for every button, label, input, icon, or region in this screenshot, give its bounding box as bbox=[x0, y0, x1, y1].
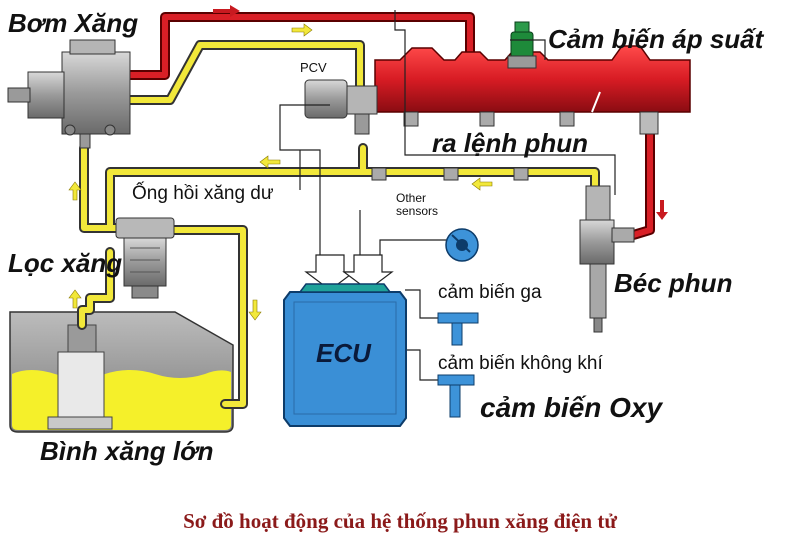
fuel-filter bbox=[115, 217, 175, 299]
label-oxygen-sensor: cảm biến Oxy bbox=[480, 392, 663, 423]
low-pressure-lines bbox=[77, 40, 600, 409]
control-wires bbox=[279, 10, 616, 381]
pressure-sensor bbox=[507, 21, 537, 69]
label-throttle-sensor: cảm biến ga bbox=[438, 282, 542, 303]
ecu-inputs bbox=[304, 254, 394, 291]
label-return-line: Ống hồi xăng dư bbox=[132, 183, 274, 204]
fuel-tank bbox=[9, 311, 234, 433]
diagram-caption: Sơ đồ hoạt động của hệ thống phun xăng đ… bbox=[183, 509, 617, 533]
pcv-valve bbox=[304, 79, 378, 135]
label-air-sensor: cảm biến không khí bbox=[438, 353, 603, 374]
throttle-sensor bbox=[445, 228, 479, 262]
label-injector: Béc phun bbox=[614, 268, 733, 298]
label-fuel-pump: Bơm Xăng bbox=[8, 8, 139, 38]
label-ecu: ECU bbox=[316, 338, 371, 368]
ecu-unit bbox=[283, 283, 407, 427]
label-pcv: PCV bbox=[300, 60, 327, 75]
label-injection-command: ra lệnh phun bbox=[432, 128, 588, 158]
injector bbox=[579, 185, 635, 333]
flow-arrows bbox=[68, 5, 668, 321]
return-fittings bbox=[371, 167, 529, 181]
high-pressure-lines bbox=[125, 12, 655, 241]
air-sensor bbox=[437, 312, 479, 346]
label-fuel-filter: Lọc xăng bbox=[8, 248, 123, 278]
label-fuel-tank: Bình xăng lớn bbox=[40, 436, 214, 466]
label-other-sensors: Other sensors bbox=[396, 191, 439, 218]
fuel-pump bbox=[7, 39, 131, 149]
oxygen-sensor bbox=[437, 374, 475, 418]
label-pressure-sensor: Cảm biến áp suất bbox=[548, 24, 764, 54]
